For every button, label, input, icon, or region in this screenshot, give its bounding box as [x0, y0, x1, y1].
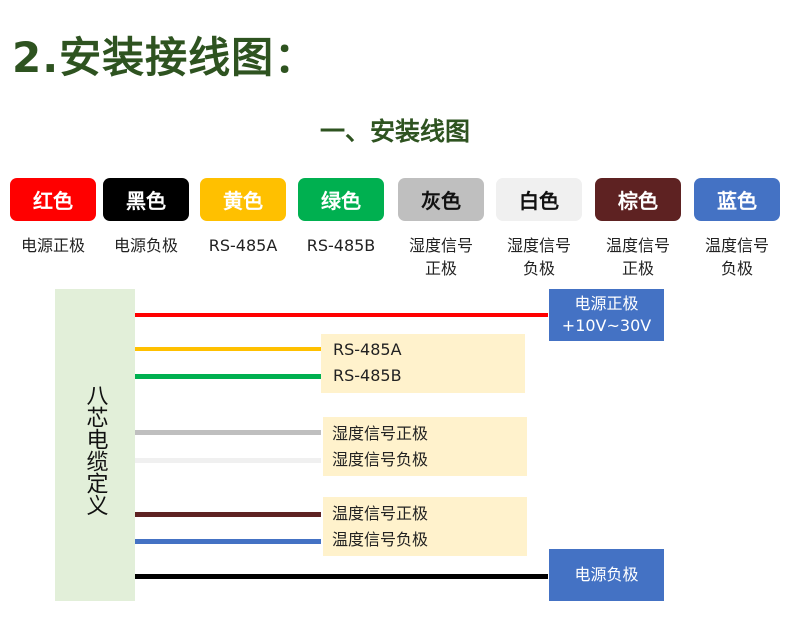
power-negative-label: 电源负极 [574, 565, 639, 584]
color-meaning: RS-485B [293, 234, 389, 257]
wire-white [135, 458, 321, 463]
color-meaning: 湿度信号负极 [491, 234, 587, 280]
color-chip: 绿色 [298, 178, 384, 221]
wire-yellow [135, 347, 321, 351]
humidity-pos-label: 湿度信号正极 [332, 424, 429, 443]
wire-red [135, 313, 548, 317]
color-chip: 蓝色 [694, 178, 780, 221]
color-meaning-line: 湿度信号 [506, 236, 571, 255]
color-chip: 灰色 [398, 178, 484, 221]
temperature-group: 温度信号正极 温度信号负极 [323, 497, 527, 556]
rs485b-label: RS-485B [333, 366, 402, 385]
cable-block [55, 289, 135, 601]
color-meaning-line: 电源正极 [20, 236, 85, 255]
color-chip: 白色 [496, 178, 582, 221]
wire-green [135, 374, 321, 379]
color-chip: 黄色 [200, 178, 286, 221]
humidity-neg-label: 湿度信号负极 [332, 450, 429, 469]
color-meaning: 温度信号负极 [689, 234, 785, 280]
wire-gray [135, 430, 321, 435]
color-meaning-line: RS-485B [306, 236, 376, 255]
power-positive-label: 电源正极 [574, 294, 639, 313]
color-meaning: RS-485A [195, 234, 291, 257]
color-meaning-line: RS-485A [208, 236, 278, 255]
color-meaning-line: 温度信号 [704, 236, 769, 255]
cable-label: 八芯电缆定义 [82, 384, 108, 516]
rs485a-label: RS-485A [333, 340, 402, 359]
color-meaning-line: 负极 [720, 259, 753, 278]
color-chip: 黑色 [103, 178, 189, 221]
page-title: 2.安装接线图： [12, 33, 318, 82]
humidity-group: 湿度信号正极 湿度信号负极 [323, 417, 527, 476]
wire-blue [135, 539, 321, 544]
power-negative-box: 电源负极 [549, 549, 664, 601]
section-title: 一、安装线图 [319, 117, 470, 146]
color-meaning-line: 正极 [621, 259, 654, 278]
color-meaning: 电源负极 [98, 234, 194, 257]
rs485-group: RS-485A RS-485B [321, 334, 525, 393]
color-meaning-line: 正极 [424, 259, 457, 278]
color-meaning-line: 湿度信号 [408, 236, 473, 255]
temp-pos-label: 温度信号正极 [332, 504, 429, 523]
color-meaning-line: 负极 [522, 259, 555, 278]
color-chip: 红色 [10, 178, 96, 221]
color-chip: 棕色 [595, 178, 681, 221]
power-voltage-label: +10V~30V [561, 316, 652, 335]
color-meaning-line: 温度信号 [605, 236, 670, 255]
color-meaning: 湿度信号正极 [393, 234, 489, 280]
color-meaning: 电源正极 [5, 234, 101, 257]
wire-brown [135, 512, 321, 517]
power-positive-box: 电源正极 +10V~30V [549, 289, 664, 341]
color-meaning: 温度信号正极 [590, 234, 686, 280]
temp-neg-label: 温度信号负极 [332, 530, 429, 549]
wire-black [135, 574, 548, 579]
color-meaning-line: 电源负极 [113, 236, 178, 255]
